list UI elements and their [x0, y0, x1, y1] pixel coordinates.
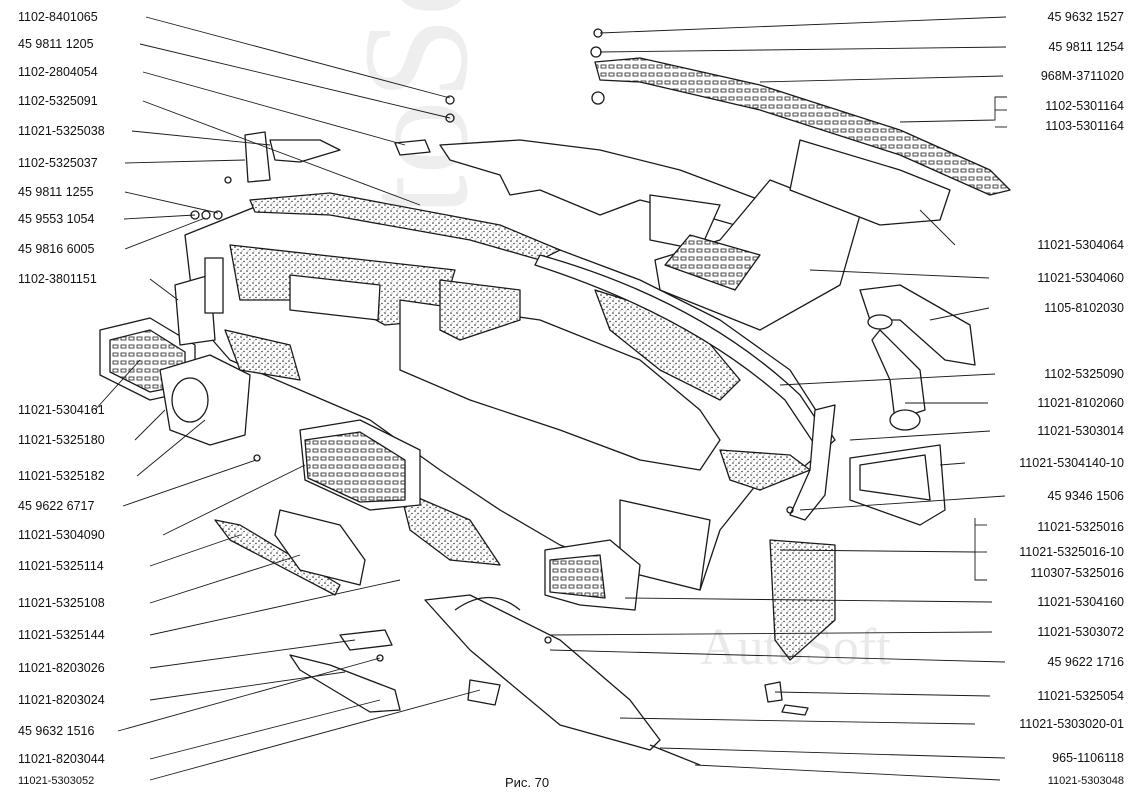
callout-label: 11021-5303052 [18, 775, 95, 787]
callout-label: 11021-8102060 [1037, 396, 1124, 410]
callout-label: 45 9811 1254 [1048, 40, 1124, 54]
callout-label: 1105-8102030 [1044, 301, 1124, 315]
callout-label: 11021-5303072 [1037, 625, 1124, 639]
callout-label: 1102-5325037 [18, 156, 98, 170]
callout-label: 110307-5325016 [1030, 566, 1124, 580]
callout-label: 1102-8401065 [18, 10, 98, 24]
callout-label: 11021-5304161 [18, 403, 105, 417]
callout-label: 11021-8203044 [18, 752, 105, 766]
callout-label: 11021-5325182 [18, 469, 105, 483]
callout-label: 11021-5304090 [18, 528, 105, 542]
callout-label: 45 9811 1255 [18, 185, 94, 199]
callout-label: 11021-5304140-10 [1019, 456, 1124, 470]
callout-label: 45 9632 1516 [18, 724, 95, 738]
callout-label: 45 9811 1205 [18, 37, 94, 51]
callout-label: 11021-5325180 [18, 433, 105, 447]
callout-label: 11021-5304060 [1037, 271, 1124, 285]
callout-label: 11021-8203026 [18, 661, 105, 675]
figure-caption: Рис. 70 [505, 775, 550, 790]
callout-label: 11021-5325016 [1037, 520, 1124, 534]
callout-label: 11021-5325114 [18, 559, 104, 573]
callout-label: 11021-5303048 [1047, 775, 1124, 787]
callout-label: 11021-5303014 [1037, 424, 1124, 438]
callout-label: 45 9622 1716 [1047, 655, 1124, 669]
callout-label: 45 9622 6717 [18, 499, 95, 513]
callout-label: 965-1106118 [1052, 751, 1124, 765]
callout-label: 968M-3711020 [1040, 69, 1124, 83]
glovebox-lid [424, 594, 661, 751]
callout-label: 11021-5325054 [1037, 689, 1124, 703]
callout-label: 11021-5325108 [18, 596, 105, 610]
callout-label: 11021-5325016-10 [1019, 545, 1124, 559]
callout-label: 45 9346 1506 [1047, 489, 1124, 503]
callout-label: 11021-5303020-01 [1019, 717, 1124, 731]
defroster-grille [594, 57, 1011, 196]
callout-label: 11021-5325038 [18, 124, 105, 138]
callout-label: 45 9816 6005 [18, 242, 95, 256]
lower-trim-strip [214, 519, 341, 596]
callout-label: 1102-5301164 [1045, 99, 1124, 113]
callout-label: 11021-5325144 [18, 628, 105, 642]
callout-label: 45 9632 1527 [1047, 10, 1124, 24]
callout-label: 11021-8203024 [18, 693, 105, 707]
callout-label: 11021-5304064 [1037, 238, 1124, 252]
callout-label: 11021-5304160 [1037, 595, 1124, 609]
callout-label: 1102-5325090 [1044, 367, 1124, 381]
callout-label: 1102-5325091 [18, 94, 98, 108]
callout-label: 1102-2804054 [18, 65, 98, 79]
ashtray [289, 654, 401, 713]
callout-label: 1102-3801151 [18, 272, 97, 286]
callout-label: 1103-5301164 [1045, 119, 1124, 133]
callout-label: 45 9553 1054 [18, 212, 95, 226]
